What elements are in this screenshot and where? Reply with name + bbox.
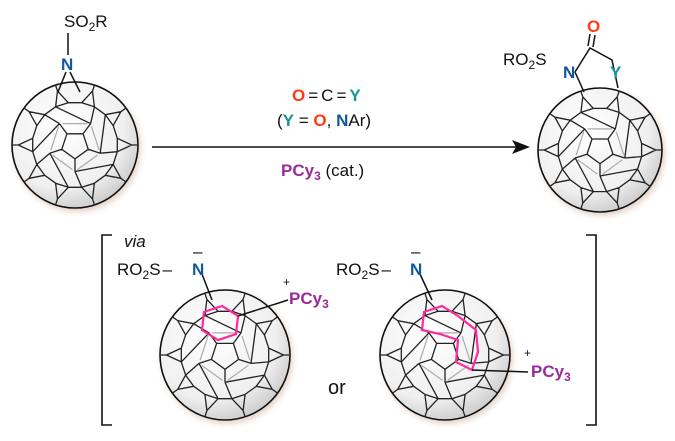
product-imidazolidinone-fullerene: RO2S N O Y (503, 17, 663, 213)
fullerene-bonds (160, 293, 290, 417)
fullerene-c60 (11, 81, 139, 209)
phosphonium-label: PCy3 (289, 289, 329, 311)
reaction-conditions: O=C=Y (Y = O, NAr) PCy3 (cat.) (152, 86, 530, 183)
isocyanate-formula: O=C=Y (292, 86, 361, 105)
nitrogen-atom: N (563, 63, 575, 82)
via-label: via (124, 232, 146, 251)
fullerene-outline (159, 289, 291, 421)
positive-charge: + (524, 346, 531, 360)
fullerene-bonds (12, 84, 138, 206)
n-c-bond (419, 273, 433, 301)
c-p-bond (471, 369, 529, 373)
reactant-aziridinofullerene: SO2R N (11, 12, 139, 209)
carbonyl-bond (592, 34, 596, 48)
arrow-head (512, 140, 530, 154)
nitrogen-atom: N (192, 260, 204, 279)
or-label: or (328, 377, 346, 399)
sulfonyl-label: SO2R (64, 12, 108, 34)
highlighted-ring (200, 304, 240, 342)
nitrogen-atom: N (410, 260, 422, 279)
fullerene-outline (537, 87, 663, 213)
fullerene-back-bonds (199, 332, 251, 381)
fullerene-bonds (538, 90, 662, 210)
n-c-bond (69, 71, 81, 93)
y-atom: Y (610, 63, 622, 82)
phosphonium-label: PCy3 (531, 362, 571, 384)
sulfonyl-label: RO2S– (336, 260, 392, 282)
fullerene-outline (11, 81, 139, 209)
negative-charge: – (411, 242, 421, 261)
y-definition: (Y = O, NAr) (277, 111, 371, 130)
fullerene-outline (379, 289, 511, 421)
zwitterion-intermediate-2: RO2S– N – + PCy3 (336, 242, 571, 421)
c-p-bond (237, 299, 289, 317)
right-bracket (586, 234, 597, 426)
negative-charge: – (193, 242, 203, 261)
oxygen-atom: O (587, 17, 600, 36)
n-c-bond (201, 273, 213, 301)
fullerene-back-bonds (50, 123, 100, 171)
fullerene-back-bonds (575, 128, 625, 175)
n-c-bond (57, 71, 67, 93)
fullerene-c60 (379, 289, 511, 421)
sulfonyl-label: RO2S (503, 50, 547, 72)
heterocycle-ring (574, 47, 619, 93)
fullerene-back-bonds (419, 332, 471, 381)
nitrogen-atom: N (61, 55, 73, 74)
fullerene-c60 (159, 289, 291, 421)
left-bracket (101, 234, 112, 426)
fullerene-c60 (537, 87, 663, 213)
sulfonyl-label: RO2S– (117, 260, 173, 282)
catalyst-label: PCy3 (cat.) (281, 161, 364, 183)
positive-charge: + (283, 275, 290, 289)
zwitterion-intermediate-1: RO2S– N – + PCy3 (117, 242, 329, 421)
